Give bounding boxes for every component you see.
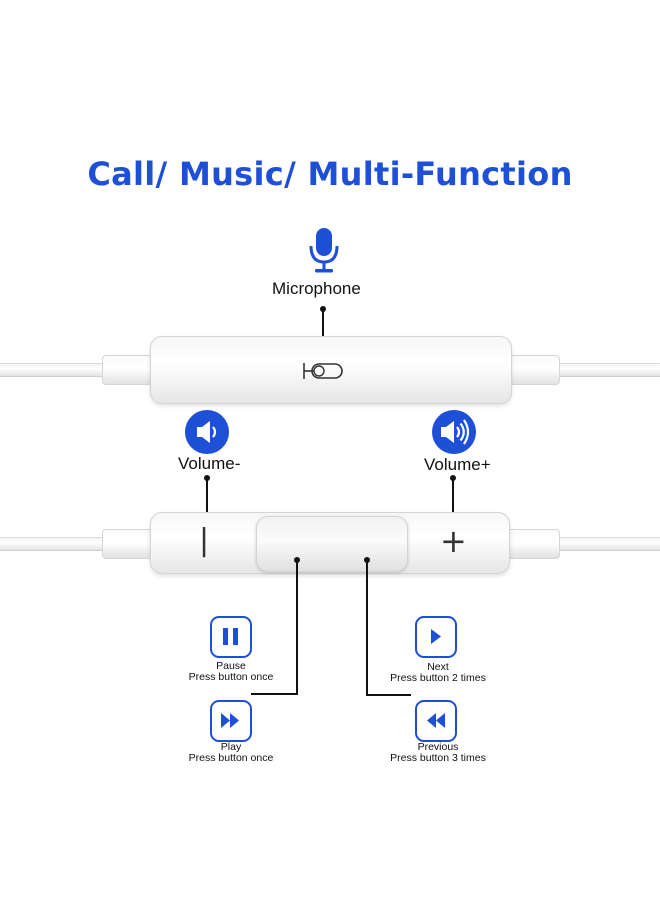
play-name: Play [220,741,242,753]
page-title: Call/ Music/ Multi-Function [87,155,573,193]
pause-name: Pause [216,660,246,672]
volume-down-label: Volume- [178,454,241,473]
lower-collar-right [506,529,560,559]
center-button[interactable] [256,516,408,572]
lower-collar-left [102,529,156,559]
volume-up-button[interactable]: + [440,522,467,560]
previous-icon [415,700,457,742]
volume-down-button[interactable]: | [199,523,210,558]
speaker-low-icon [185,410,229,454]
pause-play-connector [251,693,298,695]
upper-collar-right [508,355,560,385]
previous-action: Press button 3 times [390,752,486,764]
lower-cable-right [550,537,660,551]
center-right-leader-line [366,560,368,695]
play-icon [210,700,252,742]
volume-up-leader-line [452,478,454,520]
upper-cable-left [0,363,110,377]
microphone-leader-line [322,309,324,351]
mic-hole-icon [303,363,343,379]
previous-name: Previous [417,741,459,753]
pause-icon [210,616,252,658]
microphone-remote [150,336,512,404]
lower-cable-left [0,537,110,551]
microphone-label: Microphone [272,279,361,298]
next-action: Press button 2 times [390,672,486,684]
next-name: Next [427,661,449,673]
pause-action: Press button once [188,671,274,683]
volume-down-leader-line [206,478,208,520]
upper-collar-left [102,355,154,385]
microphone-icon [309,228,339,273]
next-icon [415,616,457,658]
play-action: Press button once [188,752,274,764]
center-left-leader-line [296,560,298,694]
next-previous-connector [366,694,411,696]
speaker-high-icon [432,410,476,454]
volume-up-label: Volume+ [424,455,491,474]
upper-cable-right [550,363,660,377]
